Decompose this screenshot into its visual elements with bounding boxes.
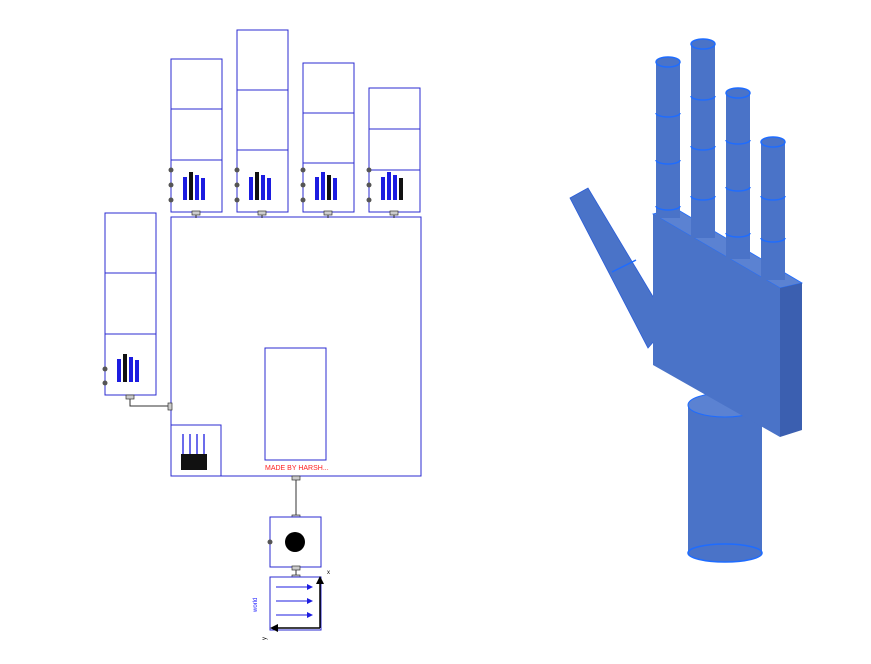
palm-inner-block [264, 347, 327, 461]
axis-y-label: y [262, 637, 268, 640]
revolute-joint-icon[interactable] [267, 516, 322, 580]
axis-x-label: x [327, 570, 330, 576]
finger-little-3d [760, 136, 786, 280]
thumb-3d [569, 187, 656, 349]
finger-thumb[interactable] [102, 212, 173, 411]
schematic-diagram: MADE BY HARSH... [102, 29, 422, 640]
robotic-hand-3d-render [569, 38, 804, 563]
world-label: world [253, 598, 259, 613]
palm-wrist-connector [291, 475, 301, 520]
palm-front-face [653, 214, 780, 437]
finger-middle[interactable] [234, 29, 289, 218]
signature-label: MADE BY HARSH... [265, 465, 329, 472]
palm-side-face [780, 283, 802, 437]
finger-index[interactable] [168, 58, 223, 218]
finger-ring[interactable] [300, 62, 355, 218]
bar-chart-icon [249, 172, 271, 200]
finger-middle-3d [690, 38, 716, 238]
finger-little[interactable] [366, 87, 421, 218]
world-frame-icon[interactable]: x y world [253, 570, 330, 640]
bar-chart-icon [381, 172, 403, 200]
hand-icon [170, 424, 222, 477]
bar-chart-icon [315, 172, 337, 200]
bar-chart-icon [183, 172, 205, 200]
bar-chart-icon [117, 354, 139, 382]
finger-index-3d [655, 56, 681, 218]
finger-ring-3d [725, 87, 751, 259]
wrist-cylinder [687, 392, 763, 563]
